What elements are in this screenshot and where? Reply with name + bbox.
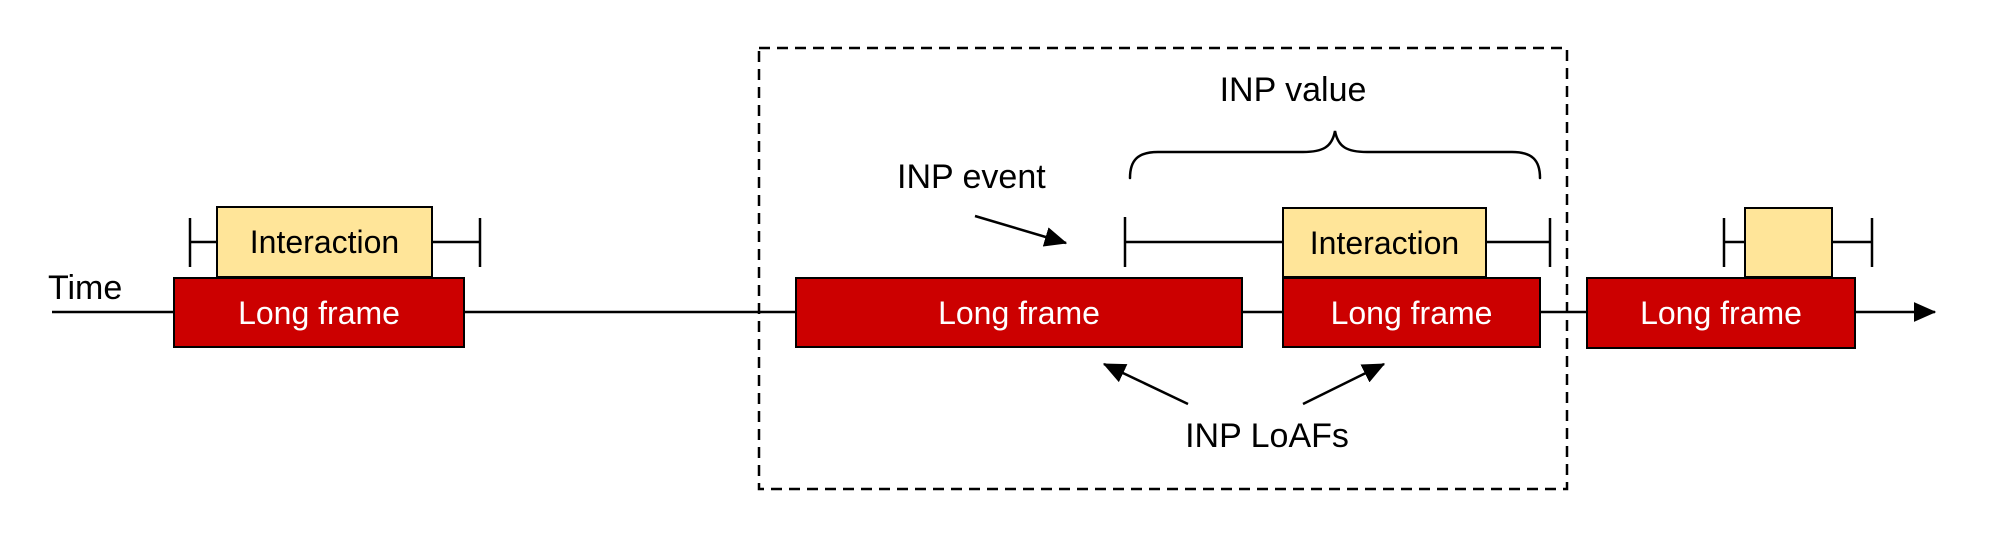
long-frame-4: Long frame [1586, 277, 1856, 349]
interaction-box-3 [1744, 207, 1833, 278]
inp-value-label: INP value [1219, 71, 1367, 109]
long-frame-label: Long frame [938, 294, 1100, 331]
long-frame-2: Long frame [795, 277, 1243, 348]
inp-event-label: INP event [897, 158, 1046, 196]
long-frame-label: Long frame [1330, 294, 1493, 331]
long-frame-label: Long frame [1640, 295, 1802, 331]
inp-loafs-arrow-left [1102, 362, 1189, 406]
long-frame-3: Long frame [1282, 277, 1541, 348]
inp-value-brace [1128, 130, 1542, 180]
inp-loafs-arrow-right [1302, 362, 1386, 406]
interaction-box-2: Interaction [1282, 207, 1487, 278]
inp-dashed-container [757, 46, 1569, 491]
long-frame-1: Long frame [173, 277, 465, 348]
interaction-label: Interaction [249, 224, 400, 260]
long-frame-label: Long frame [238, 294, 400, 331]
inp-loafs-label: INP LoAFs [1185, 417, 1349, 455]
interaction-label: Interaction [1309, 224, 1460, 261]
interaction-box-1: Interaction [216, 206, 433, 278]
inp-event-arrow [974, 214, 1068, 247]
time-axis-label: Time [48, 269, 123, 307]
